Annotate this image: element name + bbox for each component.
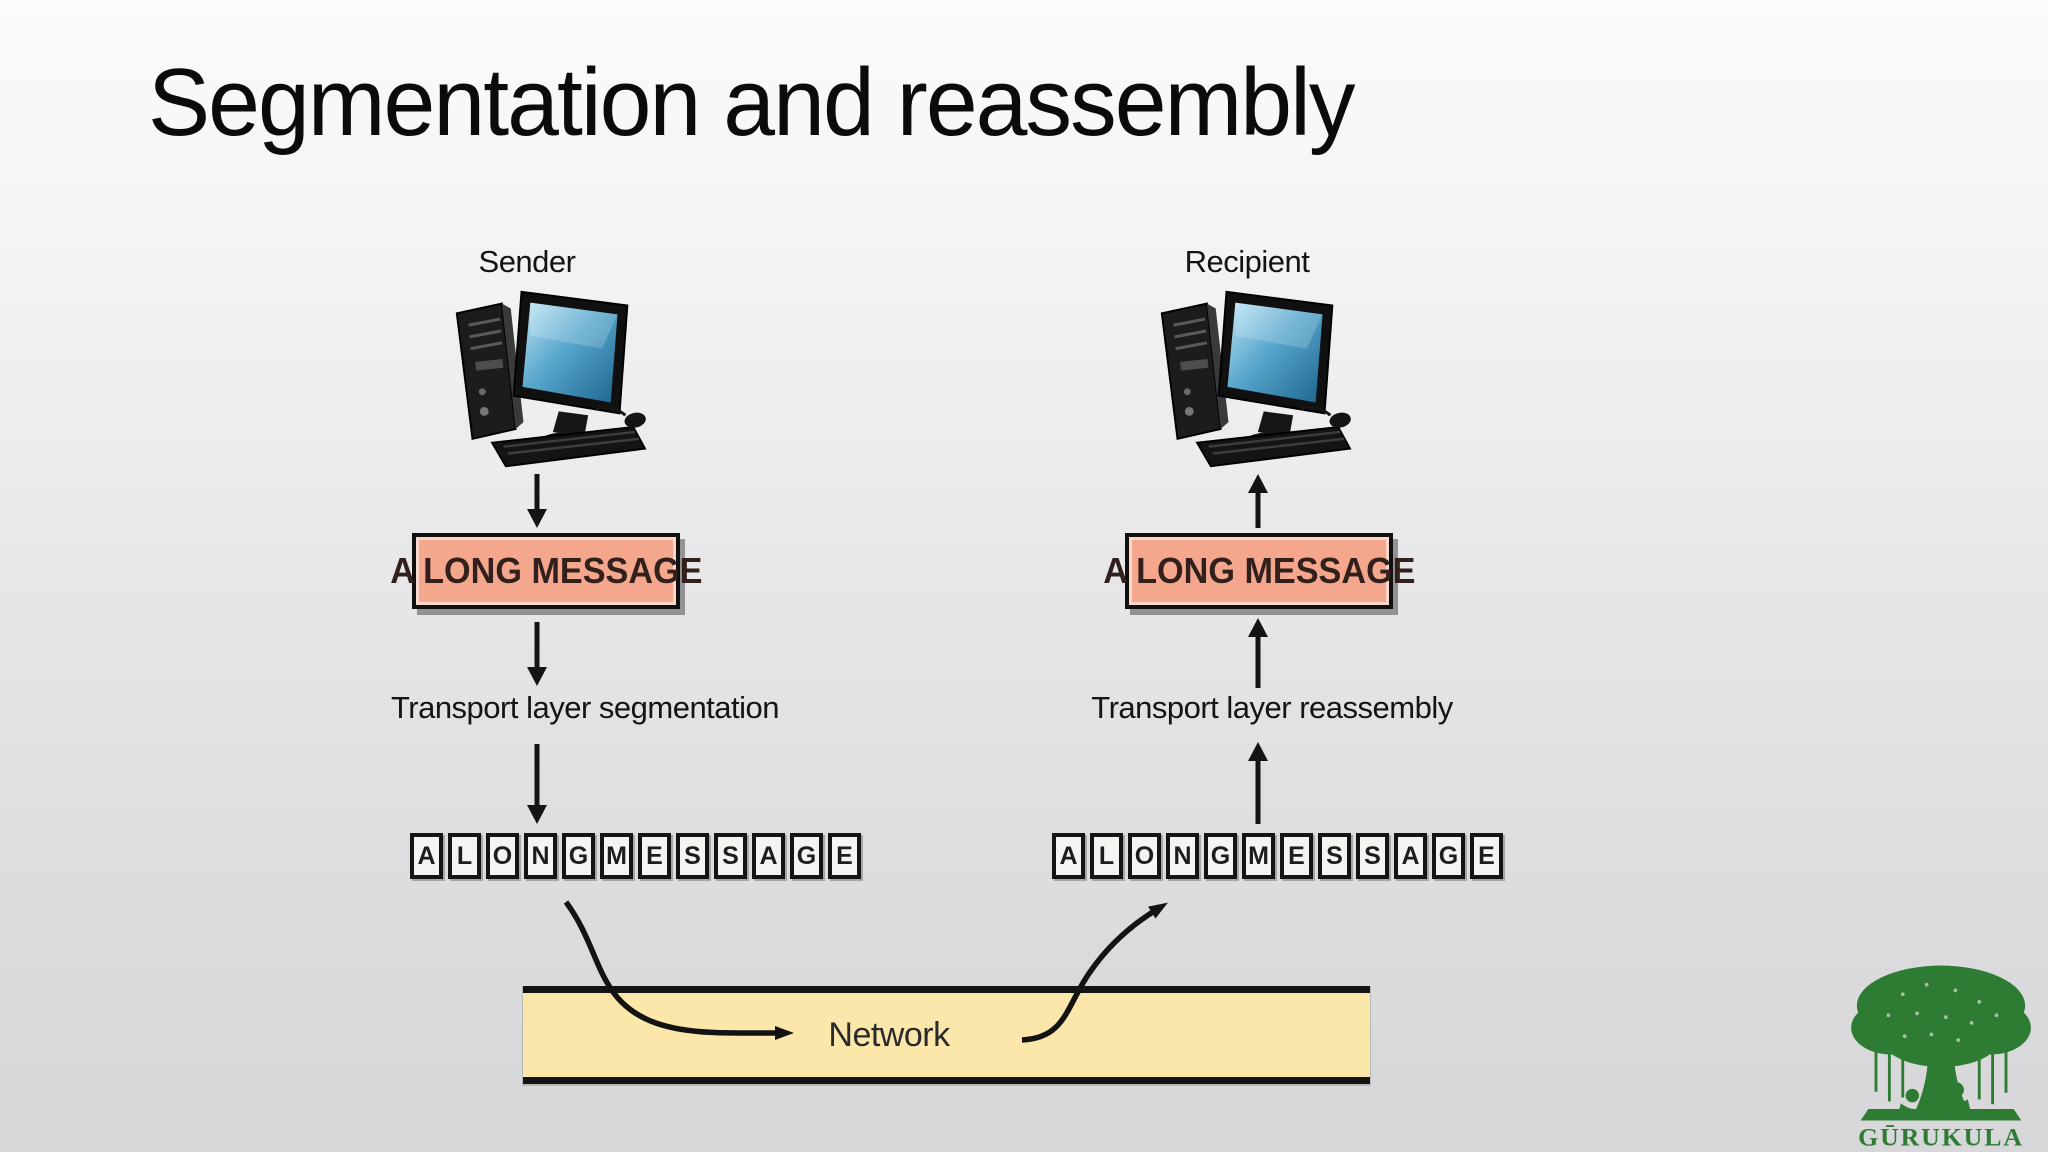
down-arrow-icon bbox=[526, 744, 548, 824]
message-segment: A bbox=[1052, 833, 1085, 879]
up-arrow-icon bbox=[1247, 742, 1269, 824]
slide-title: Segmentation and reassembly bbox=[148, 49, 1355, 156]
banyan-tree-icon: GŪRUKULA bbox=[1851, 965, 2031, 1151]
message-segment: E bbox=[638, 833, 671, 879]
message-segment: S bbox=[1356, 833, 1389, 879]
curved-arrow-out-of-network-icon bbox=[1021, 902, 1168, 1043]
message-segment: S bbox=[676, 833, 709, 879]
down-arrow-icon bbox=[526, 474, 548, 528]
message-segment: A bbox=[1394, 833, 1427, 879]
gurukula-logo: GŪRUKULA bbox=[1842, 956, 2040, 1152]
recipient-message-label: A LONG MESSAGE bbox=[1102, 550, 1416, 591]
network-band: Network bbox=[523, 986, 1370, 1084]
recipient-label: Recipient bbox=[1184, 244, 1310, 279]
message-segment: G bbox=[562, 833, 595, 879]
network-label: Network bbox=[828, 1016, 950, 1054]
message-segment: O bbox=[486, 833, 519, 879]
message-segment: E bbox=[1280, 833, 1313, 879]
message-segment: G bbox=[1204, 833, 1237, 879]
message-segment: N bbox=[1166, 833, 1199, 879]
curved-arrow-into-network-icon bbox=[563, 900, 794, 1041]
up-arrow-icon bbox=[1247, 474, 1269, 528]
sender-label: Sender bbox=[478, 244, 576, 279]
recipient-message-box: A LONG MESSAGE bbox=[1103, 533, 1415, 609]
message-segment: M bbox=[1242, 833, 1275, 879]
recipient-computer-illustration bbox=[1148, 282, 1354, 478]
message-segment: E bbox=[828, 833, 861, 879]
message-segment: G bbox=[1432, 833, 1465, 879]
message-segment: S bbox=[714, 833, 747, 879]
sender-message-label: A LONG MESSAGE bbox=[389, 550, 703, 591]
sender-computer-illustration bbox=[443, 282, 649, 478]
message-segment: E bbox=[1470, 833, 1503, 879]
down-arrow-icon bbox=[526, 622, 548, 686]
message-segment: N bbox=[524, 833, 557, 879]
message-segment: G bbox=[790, 833, 823, 879]
logo-text: GŪRUKULA bbox=[1858, 1122, 2024, 1151]
message-segment: L bbox=[1090, 833, 1123, 879]
message-segment: L bbox=[448, 833, 481, 879]
message-segment: S bbox=[1318, 833, 1351, 879]
up-arrow-icon bbox=[1247, 618, 1269, 688]
sender-message-box: A LONG MESSAGE bbox=[390, 533, 702, 609]
message-segment: O bbox=[1128, 833, 1161, 879]
message-segment: A bbox=[752, 833, 785, 879]
sender-process-label: Transport layer segmentation bbox=[390, 690, 780, 725]
message-segment: A bbox=[410, 833, 443, 879]
recipient-process-label: Transport layer reassembly bbox=[1091, 690, 1453, 725]
message-segment: M bbox=[600, 833, 633, 879]
